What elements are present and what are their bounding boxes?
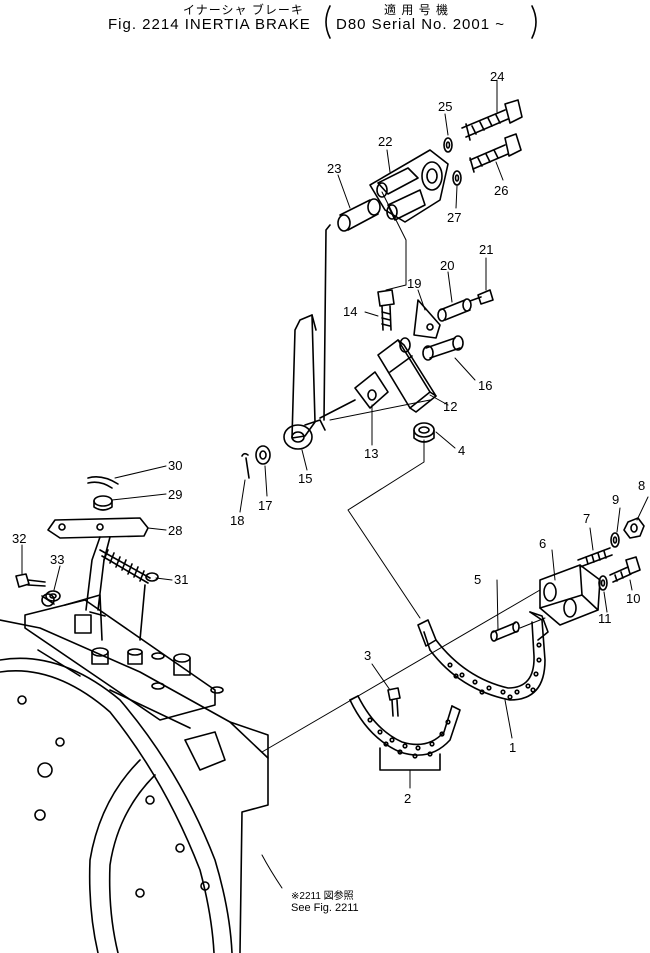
part-33-nut (45, 590, 61, 602)
part-12-bracket (377, 337, 437, 413)
part-label-23: 23 (327, 161, 341, 176)
part-6-bracket (539, 564, 601, 626)
part-5-pin (490, 621, 520, 642)
part-label-12: 12 (443, 399, 457, 414)
serial-close-paren (531, 5, 537, 39)
part-30-pin (87, 476, 119, 489)
part-label-24: 24 (490, 69, 504, 84)
part-label-31: 31 (174, 572, 188, 587)
part-23-pin (323, 198, 381, 421)
part-label-7: 7 (583, 511, 590, 526)
part-label-5: 5 (474, 572, 481, 587)
reference-note-en: See Fig. 2211 (291, 902, 359, 914)
linkage-bracket-assembly (24, 593, 224, 721)
part-14-bolt (377, 289, 395, 331)
part-label-32: 32 (12, 531, 26, 546)
part-label-27: 27 (447, 210, 461, 225)
part-label-18: 18 (230, 513, 244, 528)
part-17-washer (255, 445, 271, 465)
part-22-bracket (369, 149, 449, 223)
part-label-33: 33 (50, 552, 64, 567)
part-1-brake-band (417, 611, 549, 701)
part-label-20: 20 (440, 258, 454, 273)
serial-open-paren (325, 5, 331, 39)
part-21-bolt (469, 289, 494, 305)
flywheel-housing (0, 619, 269, 953)
part-9-washer (610, 532, 620, 548)
part-label-13: 13 (364, 446, 378, 461)
part-label-14: 14 (343, 304, 357, 319)
part-2-brake-shoe (349, 695, 461, 771)
part-label-9: 9 (612, 492, 619, 507)
part-label-16: 16 (478, 378, 492, 393)
part-25-washer (443, 137, 453, 153)
part-label-22: 22 (378, 134, 392, 149)
part-26-bolt (469, 133, 522, 173)
part-label-15: 15 (298, 471, 312, 486)
part-7-stud-bolt (577, 547, 613, 568)
part-15-lever (283, 314, 326, 450)
part-18-cotter-pin (241, 452, 250, 479)
part-label-1: 1 (509, 740, 516, 755)
part-label-26: 26 (494, 183, 508, 198)
part-label-6: 6 (539, 536, 546, 551)
part-27-washer (452, 170, 462, 186)
assembly-guide-lines (261, 191, 546, 753)
part-label-8: 8 (638, 478, 645, 493)
jp-title: イナーシャ ブレーキ (183, 3, 304, 17)
part-20-pin (437, 298, 472, 322)
figure-title: Fig. 2214 INERTIA BRAKE (108, 16, 311, 33)
part-16-pin (422, 335, 464, 361)
part-label-29: 29 (168, 487, 182, 502)
serial-range: D80 Serial No. 2001 ~ (336, 16, 506, 33)
part-label-21: 21 (479, 242, 493, 257)
part-31-spring (99, 549, 159, 641)
part-3-bolt (387, 687, 401, 717)
part-label-17: 17 (258, 498, 272, 513)
part-label-3: 3 (364, 648, 371, 663)
part-24-bolt (461, 99, 523, 141)
part-label-4: 4 (458, 443, 465, 458)
part-29-nut (93, 495, 113, 511)
part-label-25: 25 (438, 99, 452, 114)
part-13-clevis (319, 371, 389, 419)
part-label-2: 2 (404, 791, 411, 806)
leader-lines (21, 79, 649, 889)
part-label-19: 19 (407, 276, 421, 291)
part-label-30: 30 (168, 458, 182, 473)
part-11-washer (598, 575, 608, 591)
reference-note-jp: ※2211 図参照 (291, 889, 354, 902)
part-label-10: 10 (626, 591, 640, 606)
part-4-nut (413, 422, 435, 443)
part-label-28: 28 (168, 523, 182, 538)
part-19-bracket (413, 299, 441, 339)
part-label-11: 11 (598, 611, 612, 626)
part-10-bolt (609, 556, 641, 583)
part-8-nut (623, 517, 645, 539)
part-32-bolt (15, 573, 46, 588)
jp-applicable-serial-label: 適 用 号 機 (384, 3, 450, 17)
